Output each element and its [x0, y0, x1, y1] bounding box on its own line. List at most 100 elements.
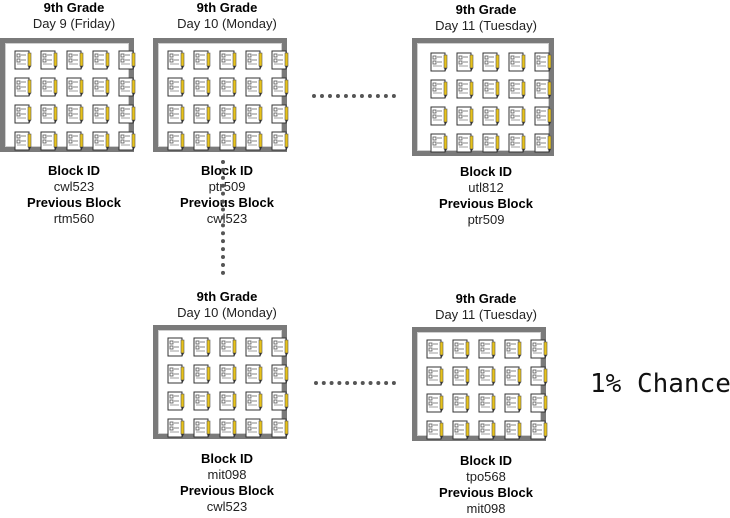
document-pencil-icon [244, 417, 264, 439]
document-pencil-icon [503, 392, 523, 414]
document-pencil-icon [117, 76, 137, 98]
block-id-value: ptr509 [208, 179, 246, 194]
document-pencil-icon [65, 130, 85, 152]
previous-block-value: cwl523 [206, 211, 248, 226]
previous-block-value: ptr509 [467, 212, 505, 227]
document-pencil-icon [65, 103, 85, 125]
day-label: Day 10 (Monday) [177, 16, 277, 31]
document-pencil-icon [244, 130, 264, 152]
document-pencil-icon [481, 51, 501, 73]
block-id-value: utl812 [468, 180, 504, 195]
block-header-day11-bottom: 9th Grade Day 11 (Tuesday) [412, 291, 560, 323]
chance-label: 1% Chance [590, 369, 730, 399]
document-pencil-icon [477, 365, 497, 387]
document-pencil-icon [218, 363, 238, 385]
document-pencil-icon [91, 103, 111, 125]
document-pencil-icon [455, 51, 475, 73]
document-pencil-icon [39, 103, 59, 125]
block-id-value: tpo568 [466, 469, 506, 484]
document-pencil-icon [192, 130, 212, 152]
document-pencil-icon [529, 419, 549, 441]
document-pencil-icon [503, 419, 523, 441]
block-header-day9: 9th Grade Day 9 (Friday) [0, 0, 148, 32]
document-pencil-icon [91, 130, 111, 152]
block-info-mit098: Block ID mit098 Previous Block cwl523 [153, 451, 301, 515]
document-pencil-icon [507, 78, 527, 100]
document-pencil-icon [270, 76, 290, 98]
document-pencil-icon [270, 390, 290, 412]
document-pencil-icon [166, 363, 186, 385]
grade-label: 9th Grade [196, 289, 258, 304]
document-pencil-icon [270, 363, 290, 385]
grade-label: 9th Grade [455, 2, 517, 17]
document-pencil-icon [425, 392, 445, 414]
document-pencil-icon [39, 76, 59, 98]
document-pencil-icon [192, 390, 212, 412]
block-id-value: cwl523 [53, 179, 95, 194]
document-pencil-icon [455, 78, 475, 100]
document-pencil-icon [166, 103, 186, 125]
document-pencil-icon [244, 49, 264, 71]
block-id-value: mit098 [207, 467, 247, 482]
document-pencil-icon [451, 419, 471, 441]
document-pencil-icon [429, 78, 449, 100]
document-pencil-icon [192, 49, 212, 71]
previous-block-label: Previous Block [439, 196, 533, 211]
chain-connector-top [312, 94, 396, 98]
document-pencil-icon [218, 49, 238, 71]
document-pencil-icon [218, 103, 238, 125]
document-pencil-icon [507, 105, 527, 127]
document-pencil-icon [481, 105, 501, 127]
document-pencil-icon [13, 103, 33, 125]
document-pencil-icon [477, 392, 497, 414]
document-pencil-icon [477, 338, 497, 360]
day-label: Day 11 (Tuesday) [435, 307, 537, 322]
document-pencil-icon [451, 392, 471, 414]
previous-block-label: Previous Block [27, 195, 121, 210]
document-pencil-icon [192, 417, 212, 439]
document-pencil-icon [533, 78, 553, 100]
fork-connector [221, 160, 225, 275]
document-pencil-icon [455, 132, 475, 154]
document-pencil-icon [192, 336, 212, 358]
previous-block-label: Previous Block [180, 195, 274, 210]
document-pencil-icon [166, 336, 186, 358]
document-pencil-icon [65, 49, 85, 71]
previous-block-value: rtm560 [53, 211, 95, 226]
document-pencil-icon [455, 105, 475, 127]
document-pencil-icon [13, 76, 33, 98]
previous-block-label: Previous Block [439, 485, 533, 500]
document-pencil-icon [244, 76, 264, 98]
document-pencil-icon [481, 78, 501, 100]
document-pencil-icon [429, 51, 449, 73]
document-pencil-icon [13, 49, 33, 71]
document-pencil-icon [533, 51, 553, 73]
block-id-label: Block ID [200, 163, 253, 178]
document-pencil-icon [192, 363, 212, 385]
chain-connector-bottom [314, 381, 396, 385]
previous-block-value: cwl523 [206, 499, 248, 514]
document-pencil-icon [529, 365, 549, 387]
document-pencil-icon [451, 365, 471, 387]
document-pencil-icon [117, 130, 137, 152]
document-pencil-icon [192, 103, 212, 125]
document-pencil-icon [166, 417, 186, 439]
block-header-day10-bottom: 9th Grade Day 10 (Monday) [153, 289, 301, 321]
block-id-label: Block ID [47, 163, 100, 178]
document-pencil-icon [91, 76, 111, 98]
document-pencil-icon [507, 132, 527, 154]
document-pencil-icon [218, 417, 238, 439]
block-id-label: Block ID [459, 164, 512, 179]
document-pencil-icon [218, 130, 238, 152]
document-pencil-icon [13, 130, 33, 152]
block-info-cwl523: Block ID cwl523 Previous Block rtm560 [0, 163, 148, 227]
grade-label: 9th Grade [43, 0, 105, 15]
document-pencil-icon [218, 76, 238, 98]
document-pencil-icon [91, 49, 111, 71]
document-pencil-icon [533, 132, 553, 154]
day-label: Day 10 (Monday) [177, 305, 277, 320]
block-card-tpo568 [412, 327, 549, 441]
document-pencil-icon [117, 49, 137, 71]
block-card-utl812 [412, 38, 554, 156]
document-pencil-icon [192, 76, 212, 98]
